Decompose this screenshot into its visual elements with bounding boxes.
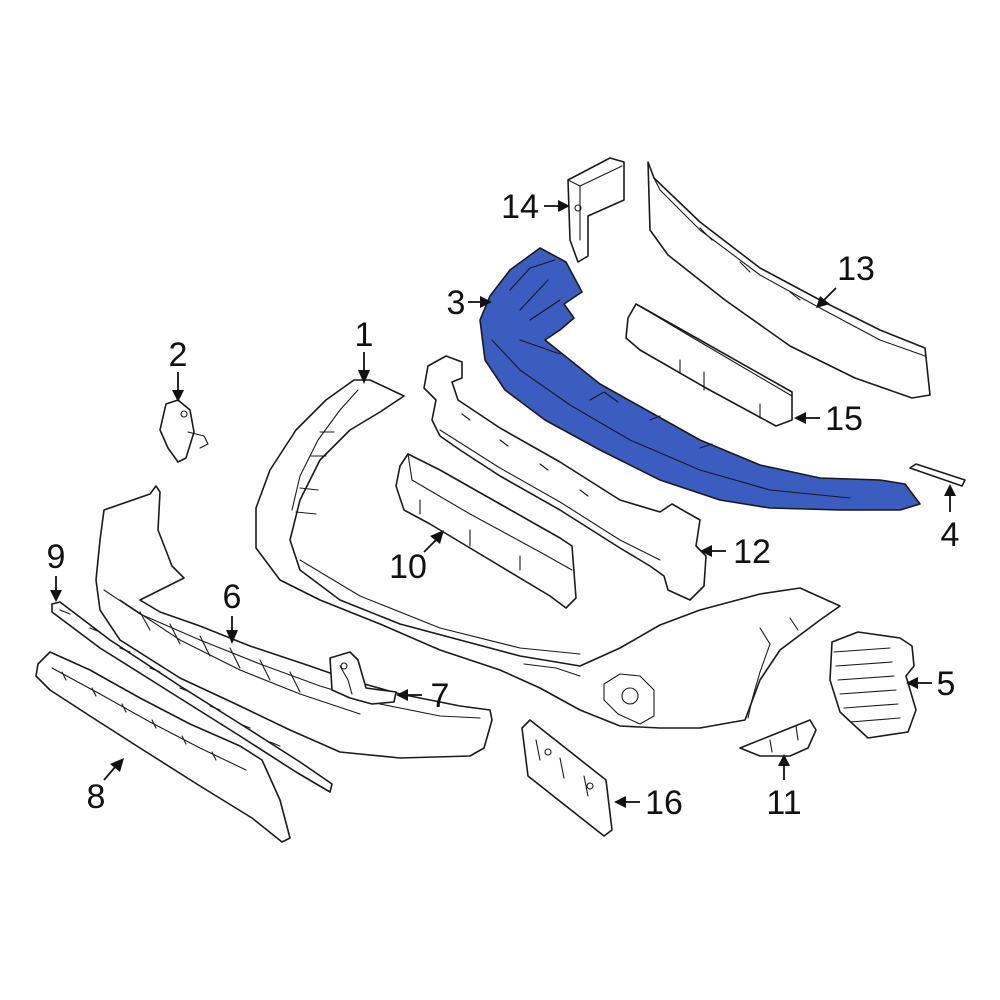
svg-text:8: 8 xyxy=(87,778,106,816)
callout-12[interactable]: 12 xyxy=(700,533,771,571)
svg-text:14: 14 xyxy=(501,188,539,226)
callout-8[interactable]: 8 xyxy=(87,758,124,816)
callout-13[interactable]: 13 xyxy=(816,250,875,308)
svg-text:4: 4 xyxy=(941,516,960,554)
part-16-plate-bracket[interactable] xyxy=(521,719,613,837)
callout-16[interactable]: 16 xyxy=(614,784,683,822)
callout-1[interactable]: 1 xyxy=(355,316,374,384)
svg-text:9: 9 xyxy=(47,538,66,576)
callout-9[interactable]: 9 xyxy=(47,538,66,602)
callout-15[interactable]: 15 xyxy=(794,400,863,438)
svg-text:5: 5 xyxy=(937,665,956,703)
callout-5[interactable]: 5 xyxy=(906,665,955,703)
callout-10[interactable]: 10 xyxy=(389,530,444,586)
svg-text:12: 12 xyxy=(733,533,771,571)
svg-text:16: 16 xyxy=(645,784,683,822)
svg-text:3: 3 xyxy=(447,284,466,322)
part-2-tow-cover[interactable] xyxy=(159,399,209,463)
svg-text:1: 1 xyxy=(355,316,374,354)
callout-7[interactable]: 7 xyxy=(396,677,449,715)
part-7-bracket[interactable] xyxy=(329,651,397,705)
part-4-trim-strip[interactable] xyxy=(909,463,966,487)
svg-text:2: 2 xyxy=(169,336,188,374)
callout-4[interactable]: 4 xyxy=(941,484,960,554)
callout-11[interactable]: 11 xyxy=(766,754,802,822)
svg-text:15: 15 xyxy=(825,400,863,438)
callout-14[interactable]: 14 xyxy=(501,188,570,226)
callout-3[interactable]: 3 xyxy=(447,284,492,322)
svg-text:13: 13 xyxy=(837,250,875,288)
part-12-reinforcement[interactable] xyxy=(423,355,707,601)
part-14-bracket[interactable] xyxy=(567,157,625,263)
part-8-lower-grille[interactable] xyxy=(35,651,291,843)
callout-6[interactable]: 6 xyxy=(223,578,242,644)
part-1-bumper-cover[interactable] xyxy=(255,379,841,729)
part-10-absorber[interactable] xyxy=(395,453,577,609)
callout-2[interactable]: 2 xyxy=(169,336,188,402)
part-13-upper-panel[interactable] xyxy=(647,161,931,399)
part-11-bracket[interactable] xyxy=(739,719,817,757)
svg-text:10: 10 xyxy=(389,548,427,586)
part-3-deflector-highlighted[interactable] xyxy=(479,247,921,511)
part-15-absorber[interactable] xyxy=(625,303,793,427)
part-9-trim-strip[interactable] xyxy=(51,601,333,793)
svg-text:11: 11 xyxy=(766,784,801,822)
svg-text:7: 7 xyxy=(431,677,450,715)
part-6-lower-bumper[interactable] xyxy=(95,485,493,759)
part-5-vent-grille[interactable] xyxy=(829,631,917,739)
svg-text:6: 6 xyxy=(223,578,242,616)
